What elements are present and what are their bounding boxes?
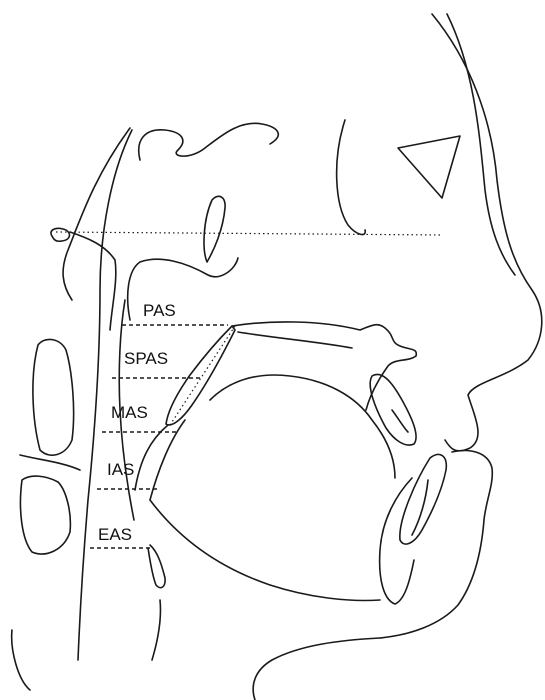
pas-label: PAS [143, 301, 176, 320]
palate-nasal-floor [238, 332, 352, 348]
tongue-dorsum [210, 375, 395, 478]
prevertebral-soft-tissue [70, 232, 116, 330]
nasal-aperture [337, 120, 366, 235]
upper-incisor [370, 374, 416, 445]
vertebra-c4 [12, 630, 30, 690]
posterior-pharyngeal-wall [78, 130, 132, 660]
hyoid-bone [148, 545, 165, 588]
mas-label: MAS [111, 403, 148, 422]
spas-label: SPAS [124, 349, 168, 368]
tongue-base [135, 425, 168, 490]
vertebra-c2 [33, 339, 74, 455]
eas-label: EAS [98, 525, 132, 544]
lower-incisor [400, 454, 446, 544]
clivus-line [63, 128, 130, 300]
pterygoid-plate [204, 196, 225, 262]
frankfort-horizontal-line [56, 232, 442, 235]
neck-soft-tissue [253, 638, 380, 700]
soft-palate-dotted-axis [170, 326, 235, 425]
cranial-base [139, 123, 279, 160]
mandible-lower-border [150, 500, 380, 600]
facial-profile [432, 14, 542, 451]
mandibular-symphysis [380, 478, 414, 604]
vertebra-c3 [20, 476, 70, 554]
spine-contour [20, 455, 80, 470]
upper-incisor-root [392, 410, 408, 432]
ias-label: IAS [107, 460, 134, 479]
soft-tissue-chin [380, 451, 492, 638]
nasal-cartilage [398, 136, 460, 198]
throat-contour [152, 600, 161, 660]
porion [51, 228, 70, 241]
